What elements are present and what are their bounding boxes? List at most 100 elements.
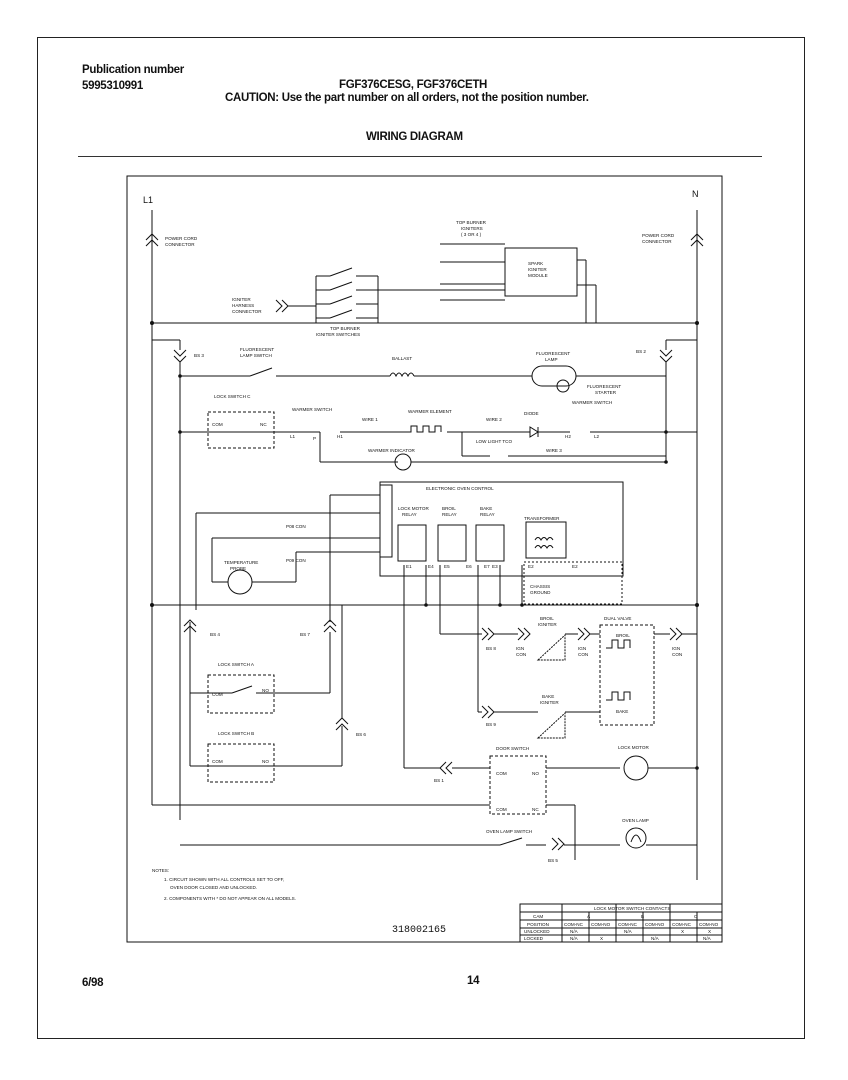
lock-switch-b-label: LOCK SWITCH B bbox=[218, 731, 254, 736]
power-cord-left-2: CONNECTOR bbox=[165, 242, 195, 247]
bs9-label: BS 9 bbox=[486, 722, 496, 727]
valve-broil-label: BROIL bbox=[616, 633, 630, 638]
no-b: NO bbox=[262, 759, 269, 764]
warmer-indicator-label: WARMER INDICATOR bbox=[368, 448, 416, 453]
chassis-ground-1: CHASSIS bbox=[530, 584, 550, 589]
top-burner-switches-1: TOP BURNER bbox=[330, 326, 361, 331]
ign-con-a1: IGN bbox=[516, 646, 524, 651]
fluor-lamp-switch-2: LAMP SWITCH bbox=[240, 353, 272, 358]
diode-label: DIODE bbox=[524, 411, 539, 416]
low-light-tco-label: LOW LIGHT TCO bbox=[476, 439, 513, 444]
com-c: COM bbox=[212, 422, 223, 427]
l1-label: L1 bbox=[143, 195, 153, 205]
bs2-label: BS 2 bbox=[636, 349, 646, 354]
l1-pin: L1 bbox=[290, 434, 296, 439]
bs6-label: BS 6 bbox=[356, 732, 366, 737]
page-number: 14 bbox=[467, 975, 480, 987]
dual-valve-label: DUAL VALVE bbox=[604, 616, 632, 621]
table-cell: N/A bbox=[651, 936, 660, 941]
temp-probe-2: PROBE bbox=[230, 566, 246, 571]
broil-relay-1: BROIL bbox=[442, 506, 456, 511]
lock-motor-relay-2: RELAY bbox=[402, 512, 417, 517]
terminal-e5: E5 bbox=[444, 564, 450, 569]
lock-motor-relay-1: LOCK MOTOR bbox=[398, 506, 429, 511]
p9-con-label: P09 CON bbox=[286, 558, 306, 563]
p8-con-label: P08 CON bbox=[286, 524, 306, 529]
valve-bake-label: BAKE bbox=[616, 709, 628, 714]
lock-switch-a-label: LOCK SWITCH A bbox=[218, 662, 255, 667]
fluor-starter-2: STARTER bbox=[595, 390, 617, 395]
no-a: NO bbox=[262, 688, 269, 693]
wire2-label: WIRE 2 bbox=[486, 417, 502, 422]
door-no: NO bbox=[532, 771, 539, 776]
terminal-e1: E1 bbox=[406, 564, 412, 569]
bake-igniter-1: BAKE bbox=[542, 694, 554, 699]
terminal-e2a: E2 bbox=[528, 564, 534, 569]
power-cord-right-1: POWER CORD bbox=[642, 233, 675, 238]
table-cell: N/A bbox=[624, 929, 633, 934]
publication-number: 5995310991 bbox=[82, 80, 143, 92]
fluor-lamp-1: FLUORESCENT bbox=[536, 351, 570, 356]
table-sub-2: COM-NO bbox=[591, 922, 611, 927]
fluor-lamp-2: LAMP bbox=[545, 357, 558, 362]
top-burner-igniters-1: TOP BURNER bbox=[456, 220, 487, 225]
h1-pin: H1 bbox=[337, 434, 343, 439]
table-cell: N/A bbox=[570, 936, 579, 941]
table-cell: X bbox=[681, 929, 684, 934]
oven-lamp-switch-label: OVEN LAMP SWITCH bbox=[486, 829, 532, 834]
nc-c: NC bbox=[260, 422, 267, 427]
table-switch-c: C bbox=[694, 914, 698, 919]
note-2: 2. COMPONENTS WITH * DO NOT APPEAR ON AL… bbox=[164, 896, 296, 901]
terminal-e3: E3 bbox=[492, 564, 498, 569]
l2-pin: L2 bbox=[594, 434, 600, 439]
terminal-e4: E4 bbox=[428, 564, 434, 569]
top-burner-switches-2: IGNITER SWITCHES bbox=[316, 332, 360, 337]
temp-probe-1: TEMPERATURE bbox=[224, 560, 258, 565]
chassis-ground-2: GROUND bbox=[530, 590, 551, 595]
ign-con-c1: IGN bbox=[672, 646, 680, 651]
broil-relay-2: RELAY bbox=[442, 512, 457, 517]
terminal-e6: E6 bbox=[466, 564, 472, 569]
notes-title: NOTES: bbox=[152, 868, 169, 873]
table-cell: N/A bbox=[703, 936, 712, 941]
h2-pin: H2 bbox=[565, 434, 571, 439]
lock-motor-label: LOCK MOTOR bbox=[618, 745, 649, 750]
ign-con-a2: CON bbox=[516, 652, 526, 657]
bs5-label: BS 5 bbox=[548, 858, 558, 863]
caution-text: CAUTION: Use the part number on all orde… bbox=[225, 92, 589, 104]
igniter-harness-3: CONNECTOR bbox=[232, 309, 262, 314]
warmer-element-label: WARMER ELEMENT bbox=[408, 409, 452, 414]
table-cell: X bbox=[708, 929, 711, 934]
table-sub-3: COM-NC bbox=[618, 922, 638, 927]
bake-relay-2: RELAY bbox=[480, 512, 495, 517]
table-sub-6: COM-NO bbox=[699, 922, 719, 927]
com-b: COM bbox=[212, 759, 223, 764]
ballast-label: BALLAST bbox=[392, 356, 412, 361]
note-1a: 1. CIRCUIT SHOWN WITH ALL CONTROLS SET T… bbox=[164, 877, 284, 882]
spark-module-3: MODULE bbox=[528, 273, 548, 278]
oven-lamp-label: OVEN LAMP bbox=[622, 818, 649, 823]
n-label: N bbox=[692, 189, 699, 199]
wire3-label: WIRE 3 bbox=[546, 448, 562, 453]
table-corner-1: CAM bbox=[533, 914, 543, 919]
igniter-harness-2: HARNESS bbox=[232, 303, 254, 308]
table-row-locked: LOCKED bbox=[524, 936, 544, 941]
diagram-border bbox=[126, 175, 723, 943]
model-numbers: FGF376CESG, FGF376CETH bbox=[339, 79, 488, 91]
transformer-label: TRANSFORMER bbox=[524, 516, 560, 521]
bs7-label: BS 7 bbox=[300, 632, 310, 637]
table-sub-1: COM-NC bbox=[564, 922, 584, 927]
spark-module-1: SPARK bbox=[528, 261, 544, 266]
ign-con-b1: IGN bbox=[578, 646, 586, 651]
terminal-e7: E7 bbox=[484, 564, 490, 569]
fluor-starter-1: FLUORESCENT bbox=[587, 384, 621, 389]
top-burner-igniters-2: IGNITERS bbox=[461, 226, 483, 231]
table-row-unlocked: UNLOCKED bbox=[524, 929, 550, 934]
warmer-switch-label-2: WARMER SWITCH bbox=[572, 400, 612, 405]
top-burner-igniters-3: ( 3 OR 4 ) bbox=[461, 232, 482, 237]
publication-label: Publication number bbox=[82, 64, 184, 76]
broil-igniter-2: IGNITER bbox=[538, 622, 557, 627]
wire1-label: WIRE 1 bbox=[362, 417, 378, 422]
door-nc: NC bbox=[532, 807, 539, 812]
